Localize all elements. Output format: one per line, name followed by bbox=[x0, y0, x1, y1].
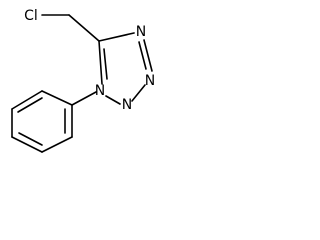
atom-label-n4: N bbox=[136, 24, 146, 40]
bond-n2-n1 bbox=[105, 95, 121, 105]
bond-n3-n2 bbox=[131, 84, 146, 102]
phenyl-double-bond-1 bbox=[17, 97, 43, 113]
bond-c5-n4 bbox=[98, 32, 135, 42]
phenyl-double-bond-2 bbox=[18, 132, 43, 146]
atom-label-n2: N bbox=[122, 97, 132, 113]
bond-n3-n3-inner bbox=[138, 41, 147, 70]
bond-c5-n1-inner bbox=[103, 48, 108, 80]
phenyl-bond-1 bbox=[41, 90, 73, 106]
phenyl-bond-5 bbox=[41, 136, 73, 153]
phenyl-bond-2 bbox=[11, 90, 43, 110]
bond-n4-n3 bbox=[143, 39, 153, 72]
phenyl-bond-4 bbox=[11, 136, 43, 153]
bond-ch2-c5 bbox=[68, 14, 100, 42]
atom-label-n1: N bbox=[95, 83, 105, 99]
chemical-structure: Cl N N N N bbox=[11, 8, 155, 153]
atom-label-n3: N bbox=[145, 73, 155, 89]
atom-label-chlorine: Cl bbox=[24, 8, 38, 24]
bond-n1-c5 bbox=[98, 40, 103, 85]
bond-n1-phenyl bbox=[71, 91, 97, 106]
